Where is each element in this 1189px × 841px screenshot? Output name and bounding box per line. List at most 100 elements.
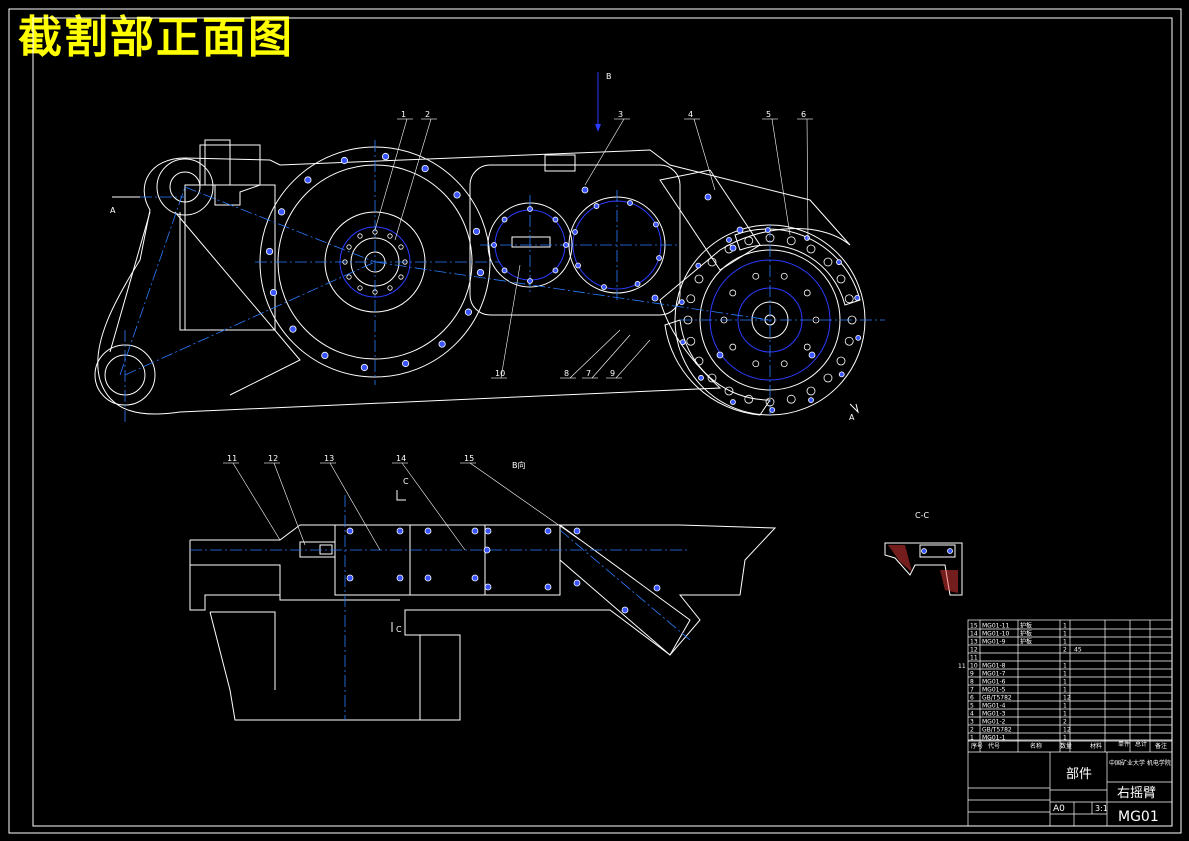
parts-cell-no: 9 — [970, 671, 974, 678]
parts-cell-no: 5 — [970, 703, 974, 710]
bolt — [683, 315, 693, 325]
callout-number: 8 — [564, 369, 569, 378]
callout-number: 14 — [396, 454, 406, 463]
gear-bolts — [491, 186, 816, 359]
bolt — [844, 336, 854, 346]
bolt — [471, 574, 479, 582]
bolt — [575, 262, 581, 269]
callout-leader — [232, 462, 281, 541]
callout-number: 9 — [610, 369, 615, 378]
inner-frame — [32, 17, 1173, 827]
bolt — [726, 236, 732, 243]
bolt — [491, 242, 497, 248]
bolt — [653, 221, 659, 228]
bolt — [780, 272, 788, 280]
bolt — [346, 527, 354, 535]
bolt — [704, 193, 712, 201]
label-c-section: C-C — [915, 511, 929, 520]
header-mat: 材料 — [1090, 742, 1102, 750]
bolt — [804, 235, 810, 241]
callout-leader — [500, 264, 521, 379]
bolt — [398, 244, 404, 250]
parts-cell-no: 14 — [970, 631, 978, 638]
header-no: 序号 — [971, 742, 983, 750]
bolt — [707, 373, 717, 383]
parts-cell-code: MG01-5 — [982, 687, 1006, 694]
bolt — [694, 274, 704, 284]
bolt — [724, 386, 734, 396]
bolt — [372, 289, 378, 295]
bolt — [476, 268, 485, 277]
callout-leader — [693, 118, 716, 191]
bolt — [346, 574, 354, 582]
bolt — [304, 176, 312, 184]
parts-cell-code: MG01-10 — [982, 631, 1009, 638]
part-name: 右摇臂 — [1117, 786, 1156, 801]
parts-cell-qty: 12 — [1063, 695, 1071, 702]
bolt — [786, 394, 796, 404]
bolt — [780, 360, 788, 368]
parts-cell-no: 15 — [970, 623, 978, 630]
bolt — [786, 236, 796, 246]
bolt — [765, 233, 775, 243]
bolt — [836, 259, 842, 266]
bolt — [812, 316, 820, 324]
drawing-title: 截割部正面图 — [18, 12, 294, 63]
label-c-bottom: C — [396, 625, 402, 634]
label-b-arrow: B — [606, 72, 612, 81]
parts-cell-code: MG01-3 — [982, 711, 1006, 718]
callout-number: 3 — [618, 110, 623, 119]
parts-cell-code: GB/T5782 — [982, 727, 1012, 734]
bolt — [396, 527, 404, 535]
bolt — [527, 278, 533, 284]
parts-cell-qty: 1 — [1063, 631, 1067, 638]
parts-cell-no: 7 — [970, 687, 974, 694]
bolt — [729, 289, 737, 297]
parts-cell-name: 护板 — [1020, 622, 1032, 630]
bolt — [686, 336, 696, 346]
bolt — [716, 351, 724, 359]
bolt — [744, 394, 754, 404]
bolt — [357, 285, 363, 291]
bolt — [679, 339, 686, 346]
bolt — [823, 257, 833, 267]
parts-cell-no: 6 — [970, 695, 974, 702]
parts-cell-no: 1 — [970, 735, 974, 742]
bolt — [736, 226, 744, 234]
bolt — [346, 244, 352, 250]
callout-leader — [273, 462, 306, 546]
parts-cell-no: 10 — [970, 663, 978, 670]
bolt — [720, 316, 728, 324]
callout-leader — [615, 339, 651, 379]
bolt — [342, 259, 348, 265]
label-b-view: B向 — [512, 460, 526, 470]
bolt — [836, 356, 846, 366]
label-c-top: C — [403, 477, 409, 486]
bolt — [464, 308, 472, 316]
bolt — [764, 227, 771, 233]
callout-number: 12 — [268, 454, 278, 463]
bolt — [563, 242, 569, 248]
bolt — [321, 351, 329, 359]
bolt — [401, 359, 410, 368]
drum-bolts — [678, 227, 862, 413]
bolt — [289, 325, 297, 333]
bolt — [621, 606, 629, 614]
callout-leader — [394, 118, 432, 241]
bolt — [803, 343, 811, 351]
parts-cell-no: 12 — [970, 647, 978, 654]
bolt — [729, 244, 737, 252]
header-total: 总计 — [1135, 740, 1147, 748]
bolt — [484, 527, 492, 535]
header-qty: 数量 — [1060, 742, 1072, 750]
callout-leader — [771, 118, 791, 236]
bolt — [651, 294, 659, 302]
bolt — [707, 257, 717, 267]
bolt — [803, 289, 811, 297]
callout-leader — [591, 334, 631, 379]
b-view-bolts — [346, 527, 661, 614]
bolt — [729, 343, 737, 351]
header-name: 名称 — [1030, 742, 1042, 750]
